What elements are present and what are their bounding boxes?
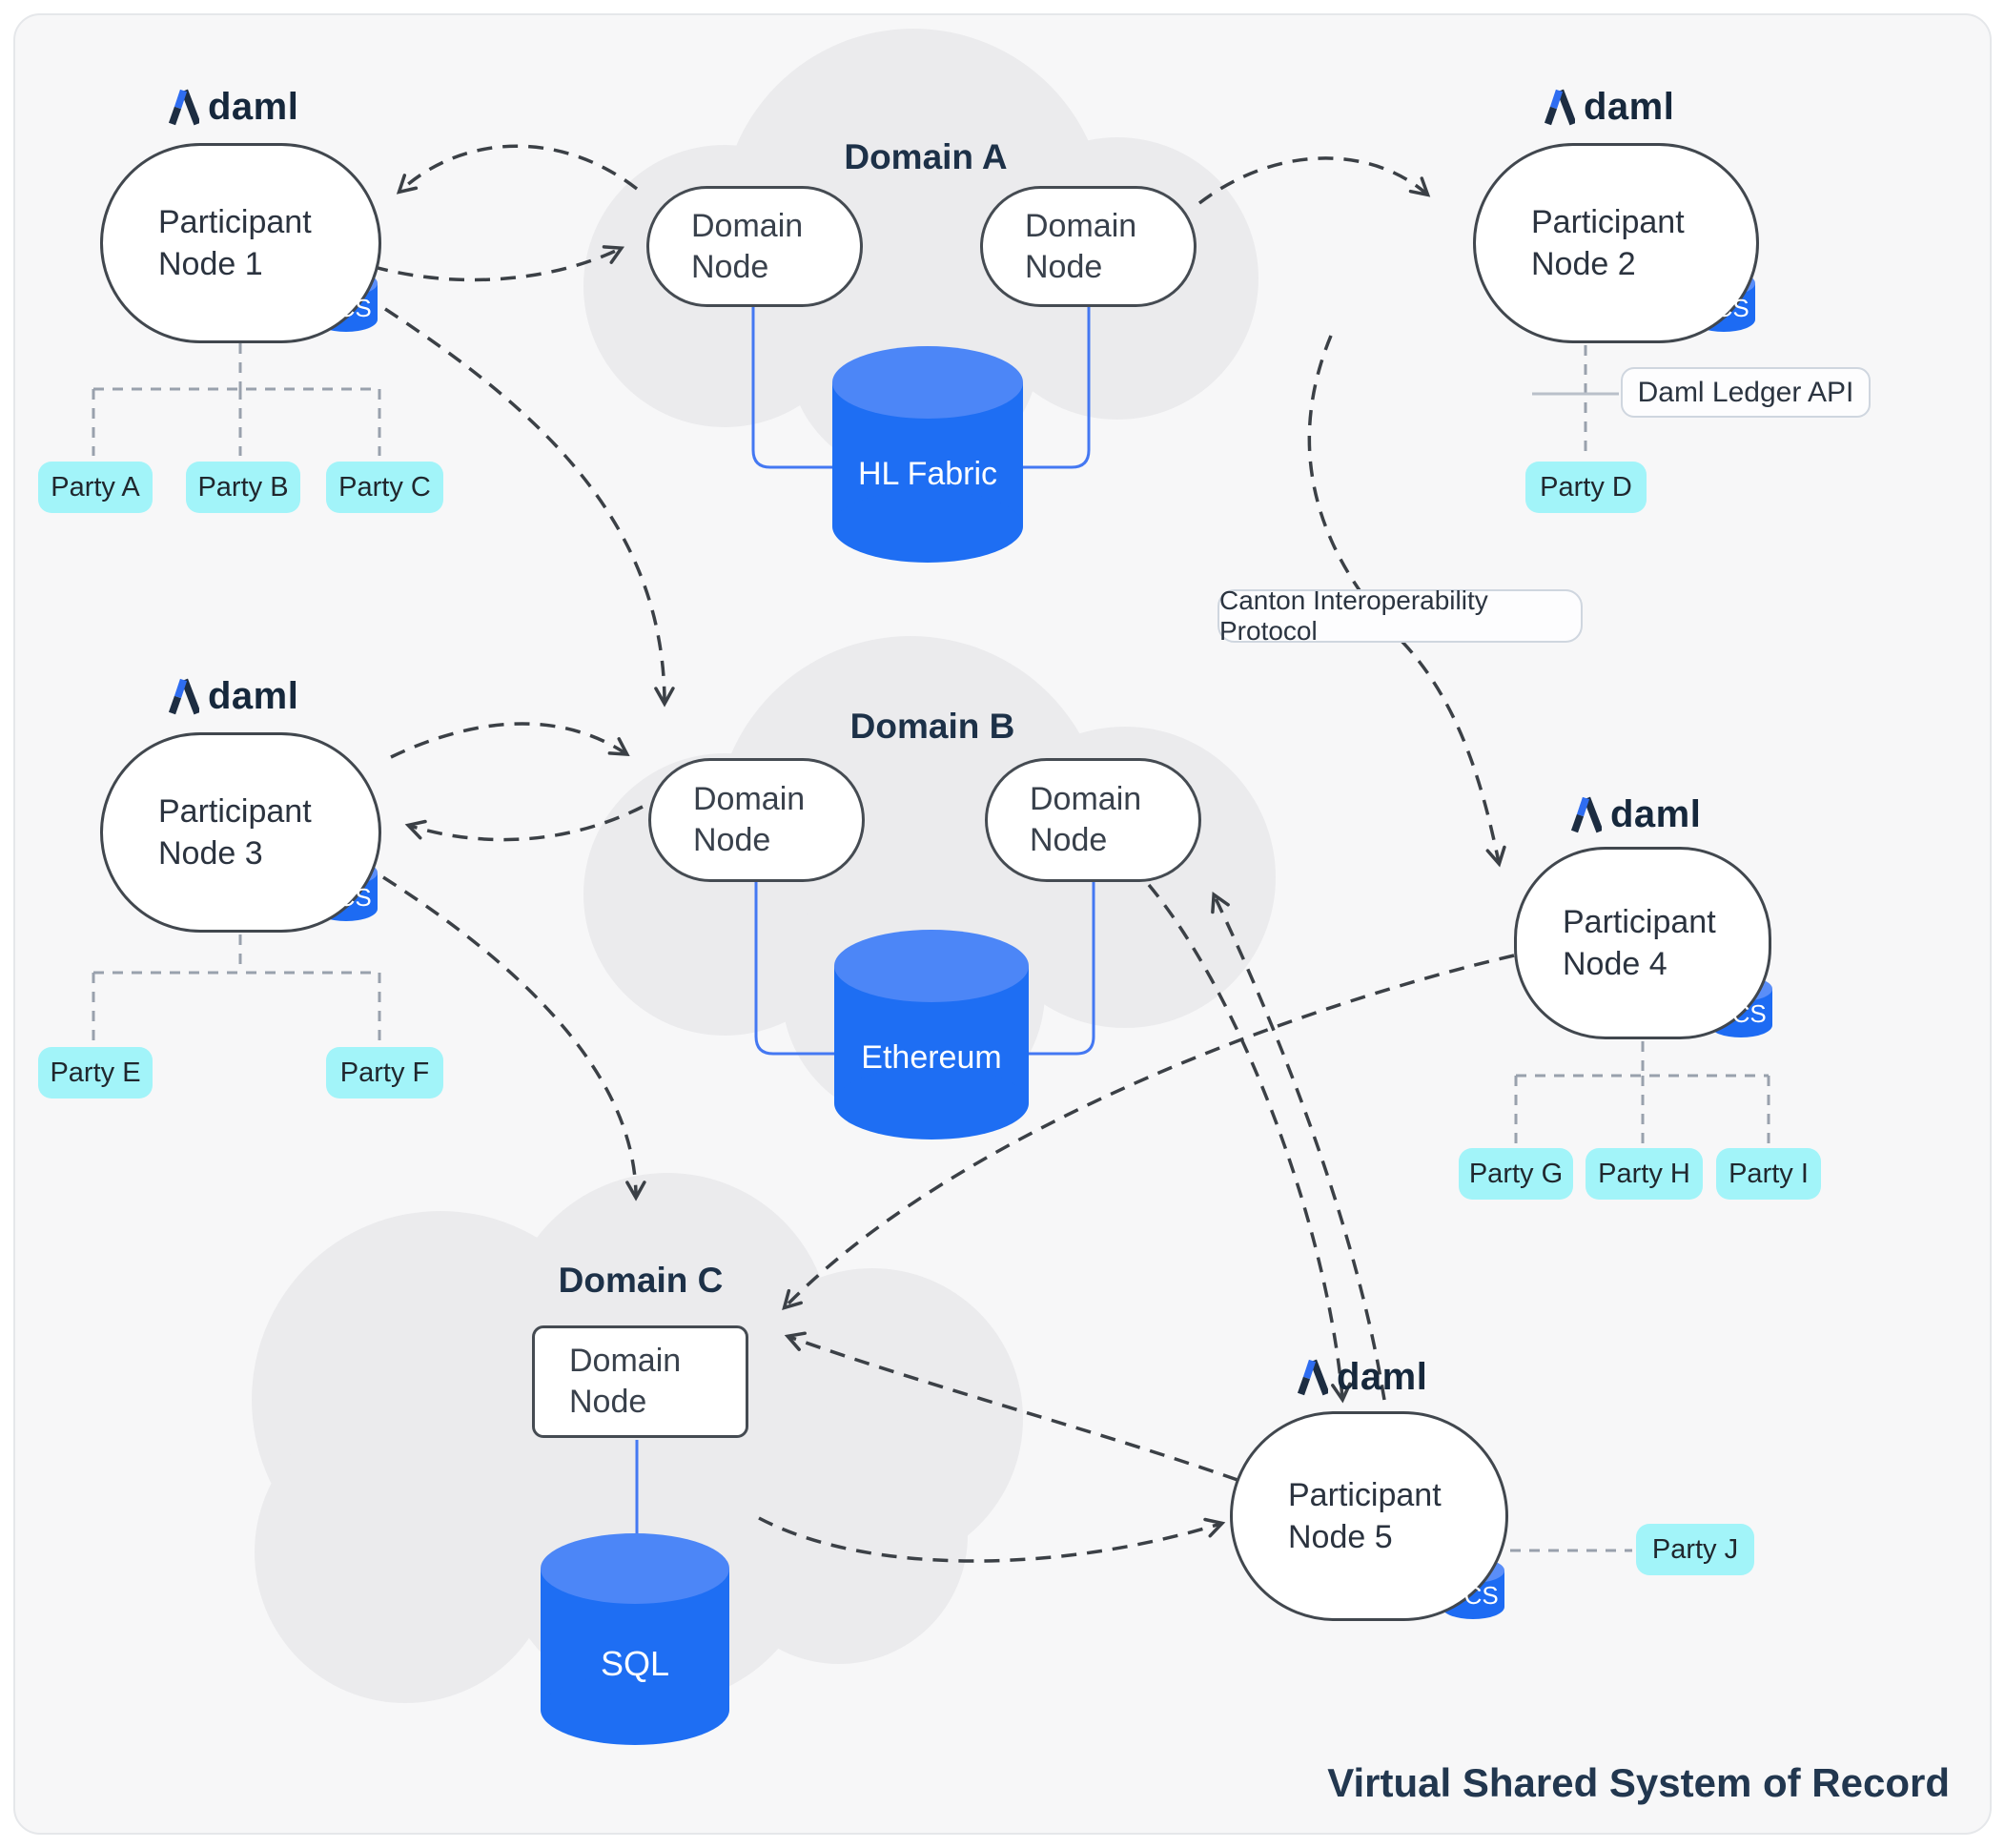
party-g-chip: Party G (1459, 1148, 1573, 1200)
participant-node-1-label: Participant Node 1 (158, 204, 312, 282)
participant-node-1: Participant Node 1 (100, 143, 381, 343)
party-a-chip: Party A (38, 462, 153, 513)
ethereum-label: Ethereum (861, 1039, 1002, 1076)
hl-fabric-label: HL Fabric (857, 456, 998, 492)
party-f-chip: Party F (326, 1047, 443, 1099)
participant-node-3-label: Participant Node 3 (158, 793, 312, 872)
daml-logo-text: daml (1610, 793, 1702, 835)
daml-logo-3: daml (169, 677, 298, 715)
sql-label: SQL (600, 1644, 670, 1683)
daml-lambda-icon (169, 678, 199, 715)
participant-node-5: Participant Node 5 (1230, 1411, 1508, 1621)
participant-node-3: Participant Node 3 (100, 732, 381, 933)
daml-logo-text: daml (1337, 1356, 1428, 1398)
pcs-badge-2: PCS (1698, 294, 1749, 322)
pcs-badge-5: PCS (1447, 1581, 1499, 1610)
participant-node-2-label: Participant Node 2 (1531, 204, 1685, 282)
domain-a-node-2: Domain Node (980, 186, 1197, 307)
party-e-chip: Party E (38, 1047, 153, 1099)
party-i-chip: Party I (1716, 1148, 1821, 1200)
sql-cylinder-icon (541, 1533, 729, 1745)
domain-b-node-1: Domain Node (648, 758, 865, 882)
party-j-chip: Party J (1636, 1524, 1754, 1575)
virtual-shared-system-of-record-label: Virtual Shared System of Record (1327, 1760, 1950, 1805)
daml-logo-text: daml (208, 86, 299, 128)
domain-c-title: Domain C (558, 1261, 724, 1300)
domain-a-title: Domain A (844, 137, 1008, 176)
pcs-badge-3: PCS (320, 883, 372, 912)
participant-node-5-label: Participant Node 5 (1288, 1477, 1442, 1555)
party-tree-lines (92, 343, 1770, 1552)
domain-c-node-1: Domain Node (532, 1325, 748, 1438)
daml-lambda-icon (1545, 89, 1575, 126)
domain-b-node-2: Domain Node (985, 758, 1201, 882)
canton-protocol-label: Canton Interoperability Protocol (1219, 585, 1488, 646)
daml-logo-text: daml (1584, 86, 1675, 128)
domain-node-label: Domain Node (693, 781, 806, 858)
daml-logo-text: daml (208, 675, 299, 717)
daml-lambda-icon (1298, 1359, 1328, 1396)
daml-lambda-icon (169, 89, 199, 126)
party-h-chip: Party H (1586, 1148, 1703, 1200)
domain-node-label: Domain Node (691, 207, 804, 285)
ledger-connector-lines (635, 307, 1095, 1537)
daml-logo-2: daml (1545, 88, 1674, 126)
domain-a-node-1: Domain Node (646, 186, 863, 307)
domain-node-label: Domain Node (1025, 207, 1137, 285)
canton-interoperability-protocol-tag: Canton Interoperability Protocol (1217, 585, 1583, 646)
pcs-badge-4: PCS (1715, 999, 1767, 1028)
daml-ledger-api-tag: Daml Ledger API (1621, 367, 1871, 418)
ethereum-cylinder-icon (834, 930, 1029, 1140)
daml-lambda-icon (1571, 796, 1602, 833)
domain-node-label: Domain Node (1030, 781, 1142, 858)
daml-logo-4: daml (1571, 795, 1701, 833)
daml-logo-1: daml (169, 88, 298, 126)
party-d-chip: Party D (1525, 462, 1647, 513)
daml-ledger-api-label: Daml Ledger API (1637, 376, 1854, 408)
participant-node-2: Participant Node 2 (1473, 143, 1759, 343)
participant-node-4-label: Participant Node 4 (1563, 904, 1716, 982)
pcs-badge-1: PCS (320, 294, 372, 322)
domain-node-label: Domain Node (569, 1343, 682, 1420)
hl-fabric-cylinder-icon (832, 346, 1023, 563)
daml-logo-5: daml (1298, 1358, 1427, 1396)
participant-node-4: Participant Node 4 (1514, 847, 1771, 1039)
party-c-chip: Party C (326, 462, 443, 513)
domain-b-title: Domain B (849, 707, 1015, 746)
party-b-chip: Party B (186, 462, 300, 513)
